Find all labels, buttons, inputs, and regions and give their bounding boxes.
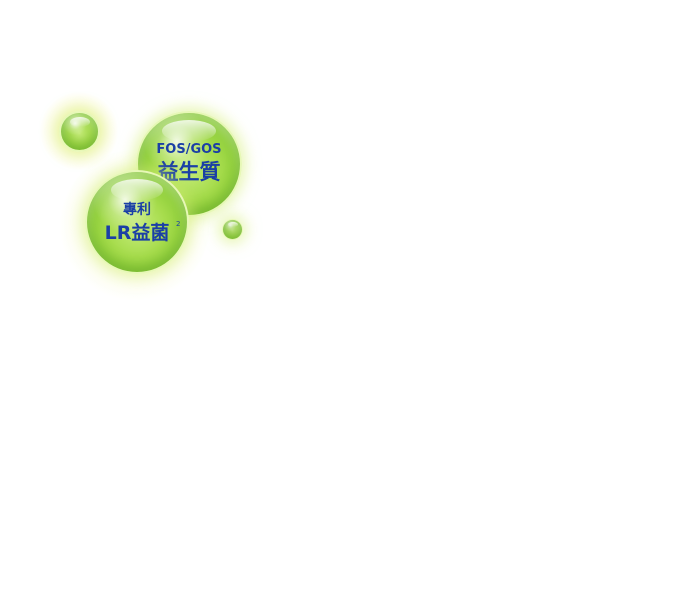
tiny-bubble-right [222,219,243,240]
probiotic-bubble: 專利 LR益菌 2 [85,170,189,274]
bubble-shine [228,222,238,227]
probiotic-label-line1: 專利 [123,202,151,218]
bubble-shine [70,117,90,127]
prebiotic-label-line1: FOS/GOS [156,142,222,157]
bubble-shine [162,120,216,142]
probiotic-label-line2: LR益菌 [104,222,170,244]
footnote-marker: 2 [176,220,181,228]
bubble-shine [111,179,163,201]
prebiotic-label-line2: 益生質 [157,160,221,184]
small-bubble-left [59,111,100,152]
